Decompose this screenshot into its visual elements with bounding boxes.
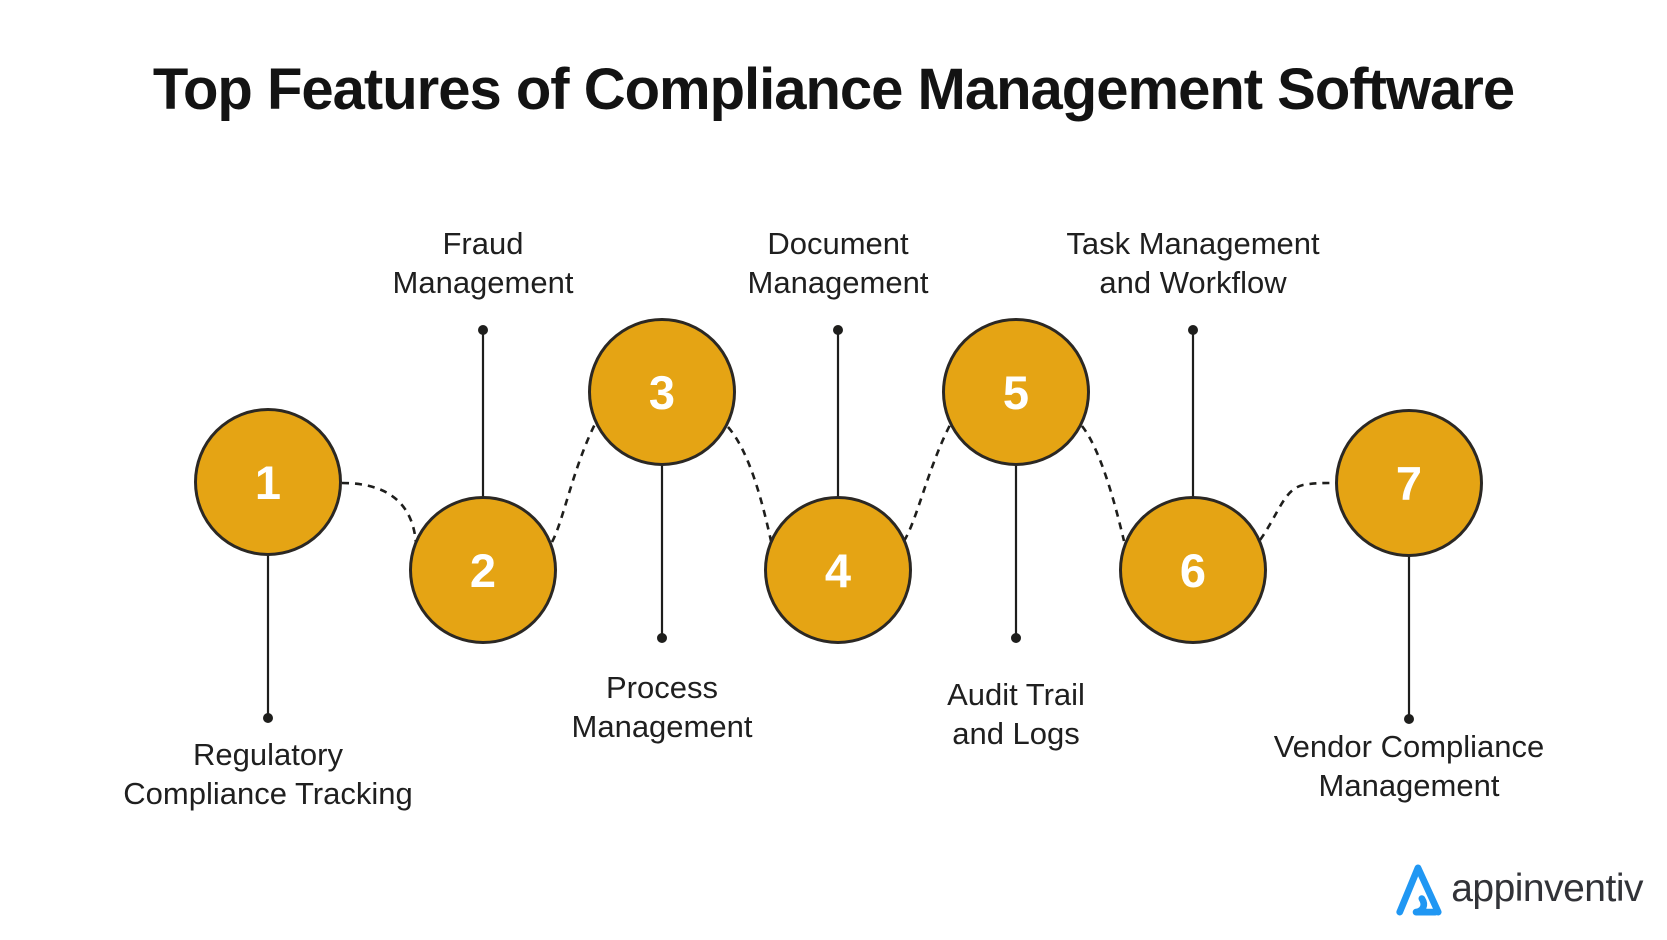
step-circle-5: 5: [942, 318, 1090, 466]
step-number: 1: [254, 455, 282, 509]
step-number: 3: [648, 365, 676, 419]
feature-label-task-management-and-workflow: Task Management and Workflow: [1066, 226, 1320, 300]
step-circle-1: 1: [194, 408, 342, 556]
dashed-wave-connectors: [341, 423, 1336, 545]
step-circle-7: 7: [1335, 409, 1483, 557]
appinventiv-logo-icon: [1396, 864, 1442, 916]
connector-2-3: [550, 423, 597, 543]
connector-4-5: [902, 424, 952, 542]
page-title: Top Features of Compliance Management So…: [152, 57, 1515, 122]
feature-label-fraud-management: Fraud Management: [392, 226, 574, 300]
feature-label-document-management: Document Management: [747, 226, 929, 300]
brand-logo-text: appinventiv: [1451, 867, 1643, 910]
feature-label-audit-trail-and-logs: Audit Trail and Logs: [947, 677, 1085, 751]
connector-3-4: [727, 426, 773, 542]
step-number: 2: [469, 543, 497, 597]
label-pointer-lines: [266, 330, 1411, 719]
feature-label-regulatory-compliance-tracking: Regulatory Compliance Tracking: [123, 737, 413, 811]
step-number: 7: [1395, 456, 1423, 510]
step-number: 4: [824, 543, 852, 597]
connector-6-7: [1258, 481, 1336, 541]
step-number: 6: [1179, 543, 1207, 597]
connector-1-2: [341, 481, 418, 545]
feature-label-vendor-compliance-management: Vendor Compliance Management: [1273, 729, 1545, 803]
feature-label-process-management: Process Management: [571, 670, 753, 744]
step-circle-6: 6: [1119, 496, 1267, 644]
step-circle-2: 2: [409, 496, 557, 644]
step-circle-4: 4: [764, 496, 912, 644]
step-number: 5: [1002, 365, 1030, 419]
step-circle-3: 3: [588, 318, 736, 466]
connector-5-6: [1080, 425, 1126, 542]
brand-logo: appinventiv: [1393, 860, 1643, 918]
